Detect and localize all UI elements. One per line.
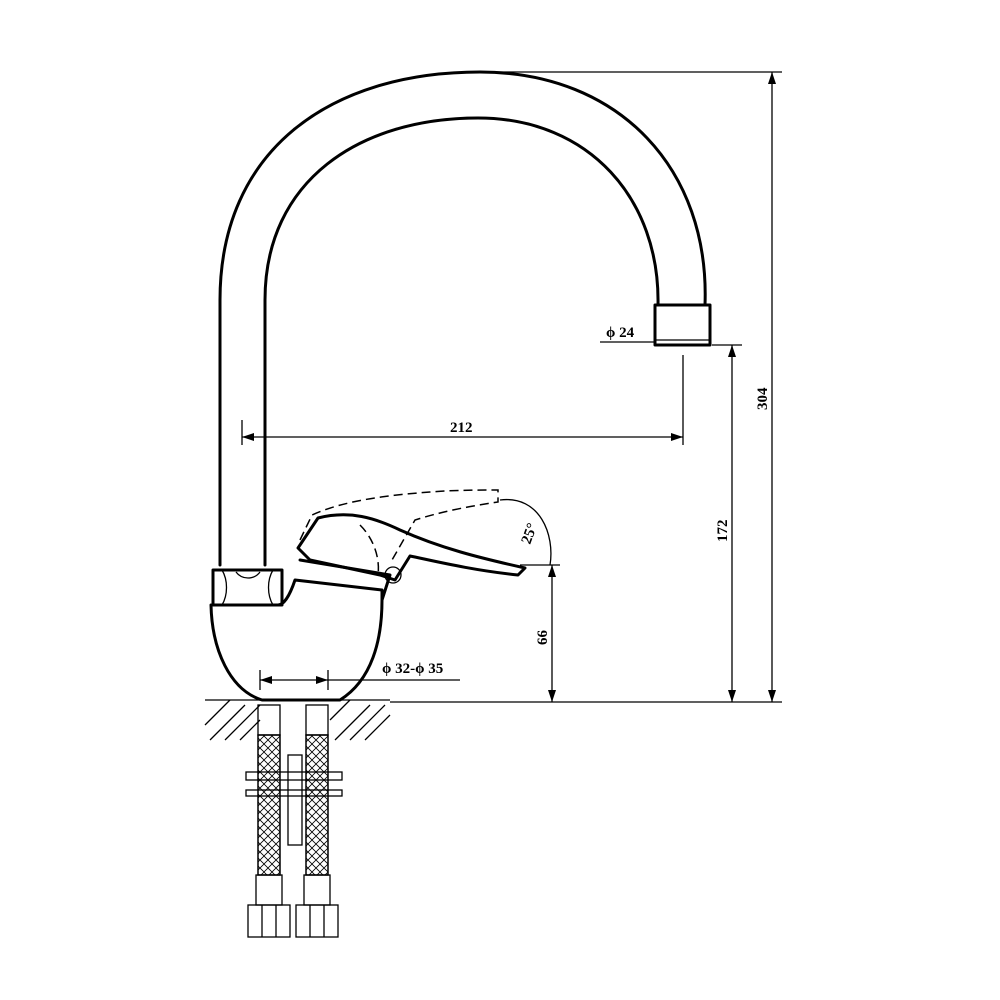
dim-lever-angle: 25° <box>519 521 541 546</box>
dim-outlet-diameter: ϕ 24 <box>606 325 635 341</box>
faucet-body <box>209 558 392 702</box>
lever-handle <box>296 489 552 584</box>
dim-reach: 212 <box>450 420 473 436</box>
dim-spout-height: 172 <box>715 520 731 543</box>
aerator <box>653 303 712 347</box>
dim-total-height: 304 <box>755 387 771 410</box>
mounting-washer <box>245 789 343 797</box>
mounting-plate <box>245 771 343 781</box>
dimension-lines <box>241 71 782 703</box>
countertop <box>204 699 391 741</box>
spout <box>218 70 712 567</box>
supply-hoses <box>245 704 343 938</box>
dim-mounting-hole: ϕ 32-ϕ 35 <box>382 661 443 677</box>
swivel-collar <box>211 568 284 607</box>
mounting-stud <box>287 754 303 846</box>
dim-handle-height: 66 <box>535 630 551 646</box>
